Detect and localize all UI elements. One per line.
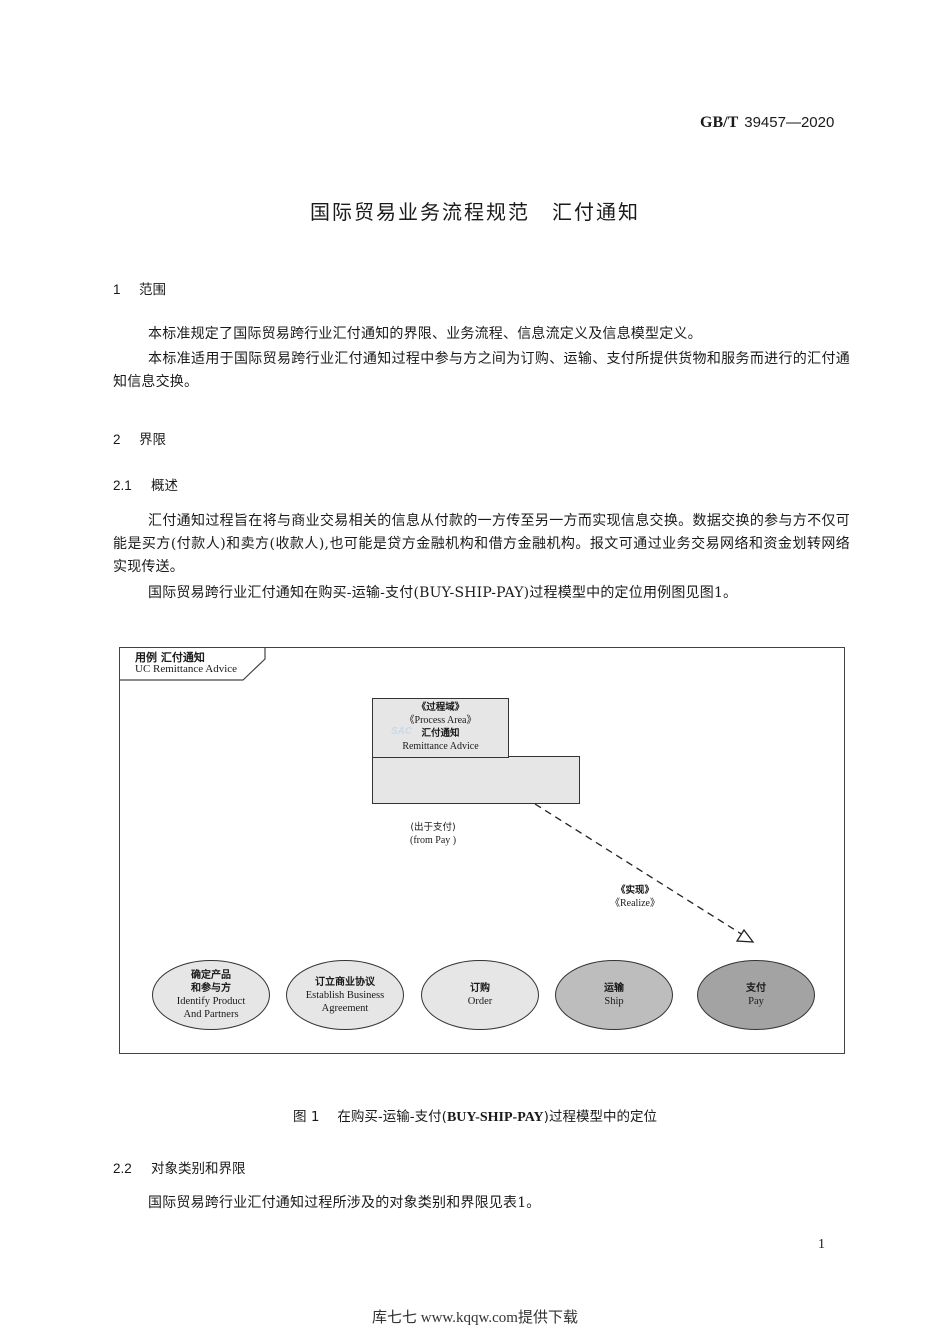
- package-name-en: Remittance Advice: [402, 741, 479, 752]
- section-2-1-paragraph-1: 汇付通知过程旨在将与商业交易相关的信息从付款的一方传至另一方而实现信息交换。数据…: [113, 513, 850, 575]
- figure-number: 图 1: [293, 1109, 320, 1125]
- title-main: 国际贸易业务流程规范: [310, 200, 530, 224]
- diagram-frame-tab: 用例 汇付通知 UC Remittance Advice: [119, 647, 266, 681]
- sac-watermark: SAC: [391, 726, 413, 737]
- package-stereotype-en: 《Process Area》: [404, 715, 477, 726]
- realize-label: 《实现》 《Realize》: [610, 885, 660, 909]
- use-case-order: 订购 Order: [421, 960, 539, 1030]
- package-stereotype-cn: 《过程域》: [416, 702, 465, 713]
- package-name-cn: 汇付通知: [421, 728, 460, 739]
- page-number: 1: [818, 1237, 825, 1252]
- from-pay-label: (出于支付) (from Pay ): [410, 822, 457, 846]
- section-1-paragraph-2: 本标准适用于国际贸易跨行业汇付通知过程中参与方之间为订购、运输、支付所提供货物和…: [113, 351, 850, 390]
- use-case-pay: 支付 Pay: [697, 960, 815, 1030]
- title-sub: 汇付通知: [552, 200, 640, 224]
- frame-tab-title-en: UC Remittance Advice: [135, 663, 238, 675]
- package-body: [372, 756, 580, 804]
- section-2-1-paragraph-2: 国际贸易跨行业汇付通知在购买-运输-支付(BUY-SHIP-PAY)过程模型中的…: [148, 585, 738, 601]
- realize-dependency-arrow: [534, 803, 755, 943]
- document-title: 国际贸易业务流程规范汇付通知: [0, 196, 950, 225]
- arrowhead-icon: [735, 928, 755, 943]
- section-1-paragraph-1: 本标准规定了国际贸易跨行业汇付通知的界限、业务流程、信息流定义及信息模型定义。: [148, 326, 702, 342]
- section-2-2-paragraph-1: 国际贸易跨行业汇付通知过程所涉及的对象类别和界限见表1。: [148, 1195, 541, 1211]
- package-tab-remittance-advice: SAC 《过程域》 《Process Area》 汇付通知 Remittance…: [372, 698, 509, 758]
- download-footer: 库七七 www.kqqw.com提供下载: [372, 1310, 578, 1326]
- frame-tab-outline: [119, 647, 266, 681]
- use-case-identify-product: 确定产品 和参与方 Identify Product And Partners: [152, 960, 270, 1030]
- use-case-establish-agreement: 订立商业协议 Establish Business Agreement: [286, 960, 404, 1030]
- standard-prefix: GB/T: [700, 114, 739, 131]
- use-case-diagram: 用例 汇付通知 UC Remittance Advice SAC 《过程域》 《…: [119, 647, 845, 1054]
- standard-number: GB/T 39457—2020: [700, 113, 834, 132]
- standard-code: 39457—2020: [744, 114, 835, 131]
- use-case-ship: 运输 Ship: [555, 960, 673, 1030]
- frame-tab-title-cn: 用例 汇付通知: [135, 651, 205, 664]
